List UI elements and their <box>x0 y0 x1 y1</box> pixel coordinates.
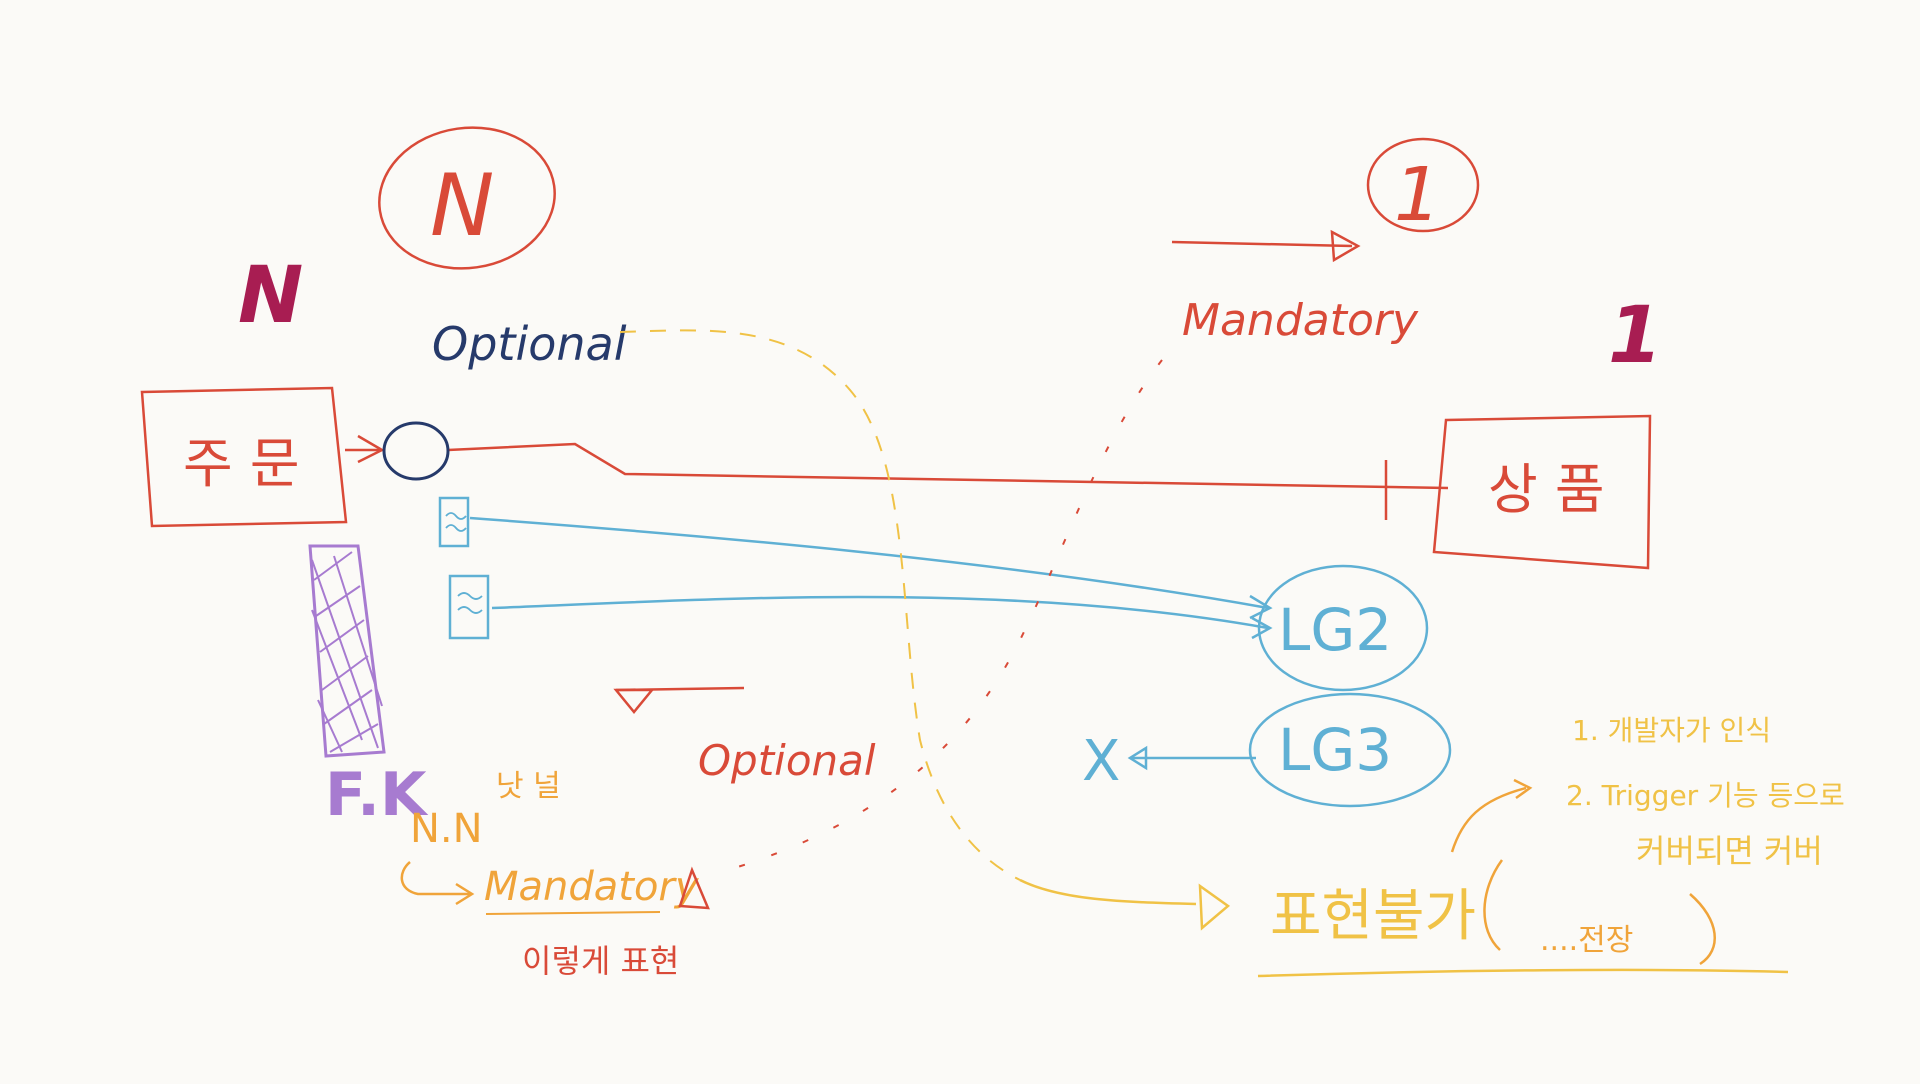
red-left-arrow <box>613 686 745 714</box>
express-like-this-label: 이렇게 표현 <box>522 942 679 980</box>
fk-label: F.K <box>325 760 429 830</box>
entity-order[interactable]: 주 문 <box>140 386 348 528</box>
note-line-2: 2. Trigger 기능 등으로 <box>1566 779 1845 812</box>
mandatory-underline <box>485 911 661 915</box>
cannot-express-label: 표현불가 <box>1270 884 1476 949</box>
entity-lg3[interactable]: LG3 <box>1248 692 1452 808</box>
optional-bottom-label: Optional <box>698 736 876 785</box>
blue-arrow-2 <box>491 595 1269 630</box>
cardinality-one-label: 1 <box>1608 291 1662 381</box>
nn-label: N.N <box>410 806 483 852</box>
etc-note-label: ....전장 <box>1540 923 1633 958</box>
hook-arrowhead <box>455 882 475 906</box>
right-paren <box>1689 893 1716 966</box>
entity-lg3-label: LG3 <box>1278 716 1392 784</box>
entity-product-label: 상 품 <box>1488 458 1605 521</box>
note-line-1: 1. 개발자가 인식 <box>1572 714 1771 747</box>
cardinality-n-label: N <box>238 251 303 341</box>
circled-one-label: 1 <box>1394 152 1441 238</box>
circled-one-ring <box>1366 137 1480 233</box>
optional-circle-symbol <box>382 421 450 481</box>
relationship-line <box>345 434 1449 520</box>
notes-arrowhead <box>1513 778 1533 800</box>
yellow-dashed-connector <box>619 329 1021 881</box>
note-line-3: 커버되면 커버 <box>1636 832 1823 870</box>
mandatory-bottom-label: Mandatory <box>484 864 700 910</box>
circled-n-ring <box>378 126 556 270</box>
blue-arrowhead-3 <box>1127 745 1148 771</box>
mandatory-top-label: Mandatory <box>1182 295 1419 346</box>
entity-lg2-label: LG2 <box>1278 596 1392 664</box>
memo-icon-2 <box>448 574 490 640</box>
hook-arrow <box>400 861 470 896</box>
circled-n-label: N <box>430 156 494 256</box>
arrow-to-one <box>1171 229 1361 263</box>
optional-top-label: Optional <box>432 317 627 371</box>
blue-arrowhead-1 <box>1249 594 1273 620</box>
x-mark: X <box>1082 729 1120 794</box>
cannot-express-underline <box>1257 968 1789 978</box>
blue-arrowhead-2 <box>1251 616 1273 640</box>
blue-arrow-1 <box>469 516 1269 610</box>
entity-order-label: 주 문 <box>183 432 300 495</box>
entity-product[interactable]: 상 품 <box>1432 414 1652 570</box>
yellow-arrow <box>1019 878 1197 906</box>
yellow-arrowhead <box>1198 883 1231 931</box>
mandatory-triangle <box>678 866 710 910</box>
left-paren <box>1483 859 1504 951</box>
fk-hatched-bar <box>308 544 386 758</box>
not-null-note: 낫 널 <box>496 769 561 804</box>
red-dashed-connector <box>727 359 1163 871</box>
notes-arrow <box>1450 786 1527 853</box>
memo-icon-1 <box>438 496 470 548</box>
entity-lg2[interactable]: LG2 <box>1257 564 1429 692</box>
